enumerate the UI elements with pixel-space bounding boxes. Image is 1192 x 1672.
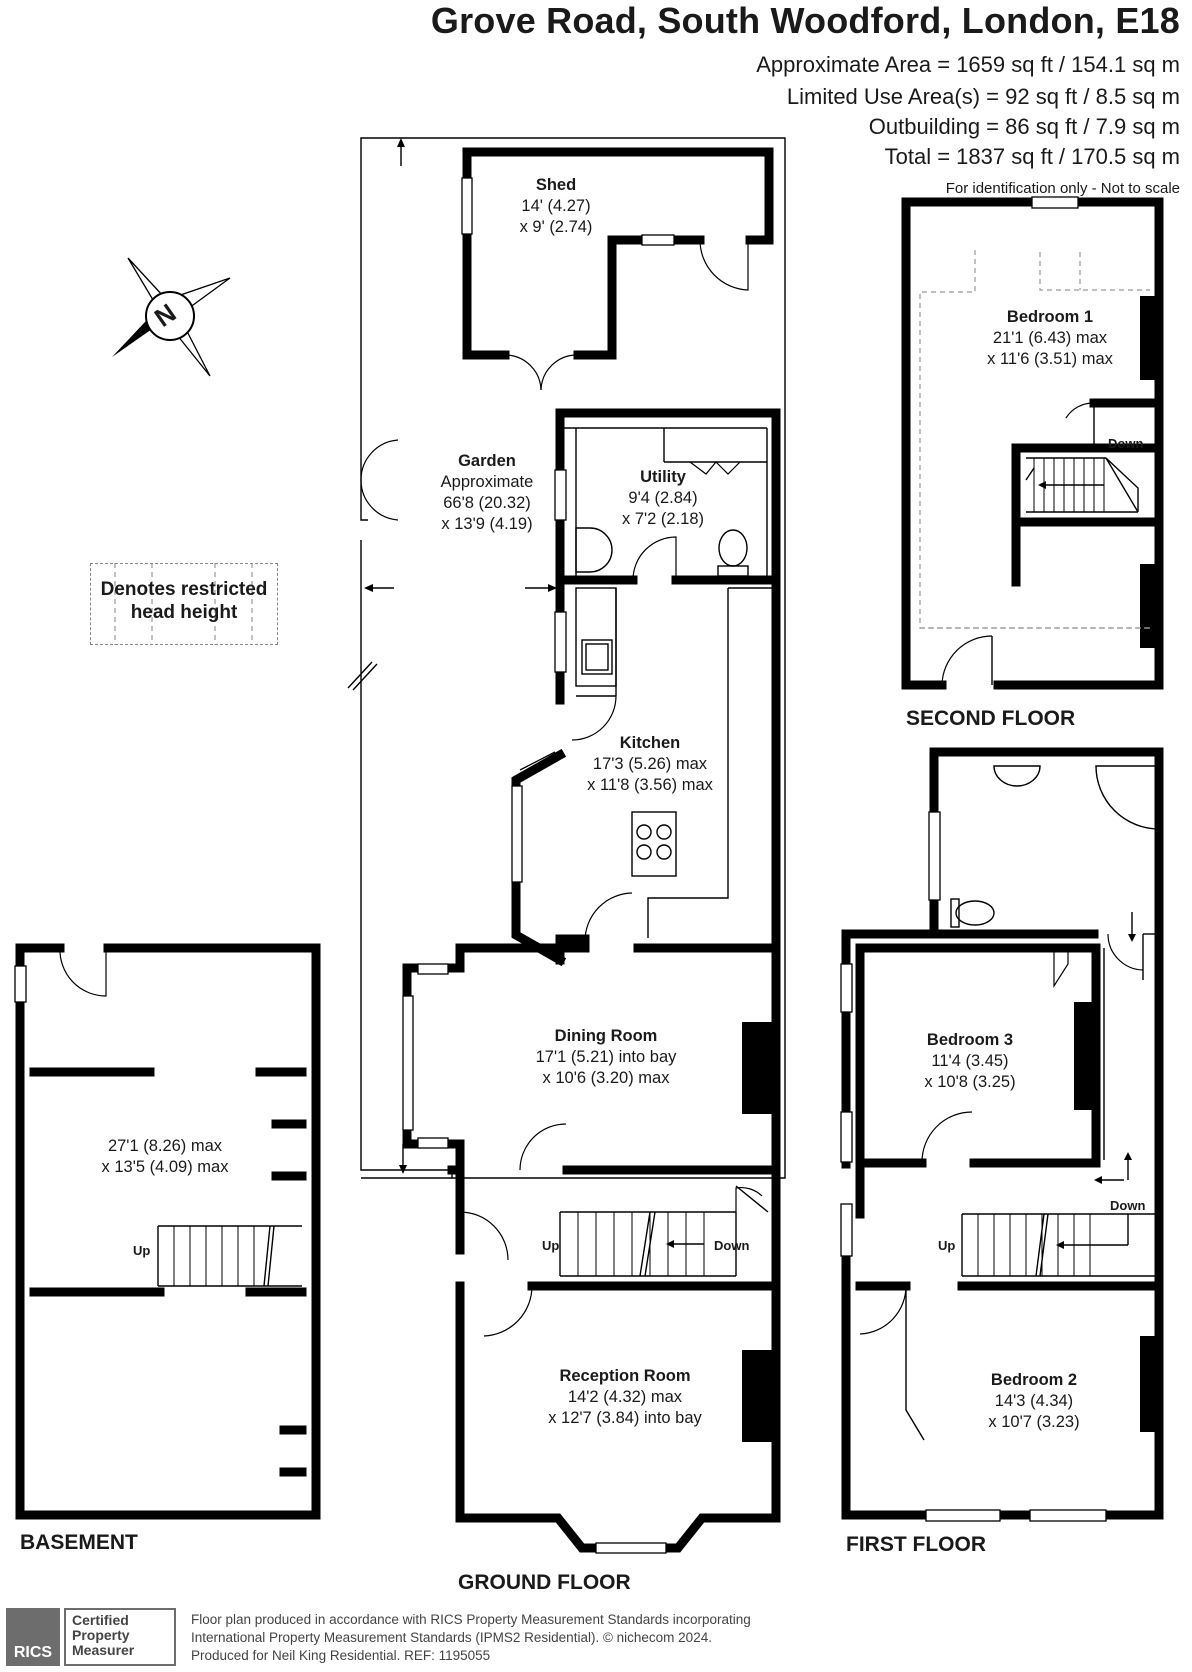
floor-label-second: SECOND FLOOR	[906, 707, 1076, 730]
footer-line-1: Floor plan produced in accordance with R…	[191, 1612, 751, 1627]
first-stairs-down: Down	[1110, 1198, 1146, 1213]
basement-walls	[14, 943, 321, 1520]
ground-floor-walls	[402, 408, 781, 1554]
floor-label-ground: GROUND FLOOR	[458, 1571, 631, 1594]
total-area: Total = 1837 sq ft / 170.5 sq m	[884, 144, 1180, 169]
footer-text: Floor plan produced in accordance with R…	[191, 1611, 831, 1665]
first-floor-walls	[840, 747, 1164, 1522]
garden-outline	[347, 137, 786, 1179]
second-floor-walls	[901, 196, 1164, 690]
second-stairs-down: Down	[1108, 436, 1144, 451]
limited-use-area: Limited Use Area(s) = 92 sq ft / 8.5 sq …	[786, 84, 1180, 109]
basement-stairs-up: Up	[133, 1243, 151, 1258]
rics-logo: RICS	[6, 1608, 60, 1666]
outbuilding-area: Outbuilding = 86 sq ft / 7.9 sq m	[868, 114, 1180, 139]
footer-line-2: International Property Measurement Stand…	[191, 1630, 712, 1645]
footer-line-3: Produced for Neil King Residential. REF:…	[191, 1648, 491, 1663]
shed-walls	[461, 147, 774, 391]
compass-rose	[112, 257, 231, 377]
ground-stairs-up: Up	[542, 1238, 560, 1253]
legend-dividers	[114, 563, 253, 645]
disclaimer-note: For identification only - Not to scale	[945, 180, 1180, 197]
page-title: Grove Road, South Woodford, London, E18	[430, 0, 1180, 41]
ground-stairs	[577, 1185, 769, 1277]
floor-label-first: FIRST FLOOR	[846, 1533, 986, 1556]
ground-stairs-down: Down	[714, 1238, 750, 1253]
approximate-area: Approximate Area = 1659 sq ft / 154.1 sq…	[756, 52, 1180, 77]
first-stairs-up: Up	[938, 1238, 956, 1253]
legend-line-1: Denotes restricted	[100, 579, 268, 600]
floor-label-basement: BASEMENT	[20, 1531, 138, 1554]
legend-line-2: head height	[130, 602, 238, 623]
restricted-head-height-legend: Denotes restricted head height	[90, 563, 278, 645]
